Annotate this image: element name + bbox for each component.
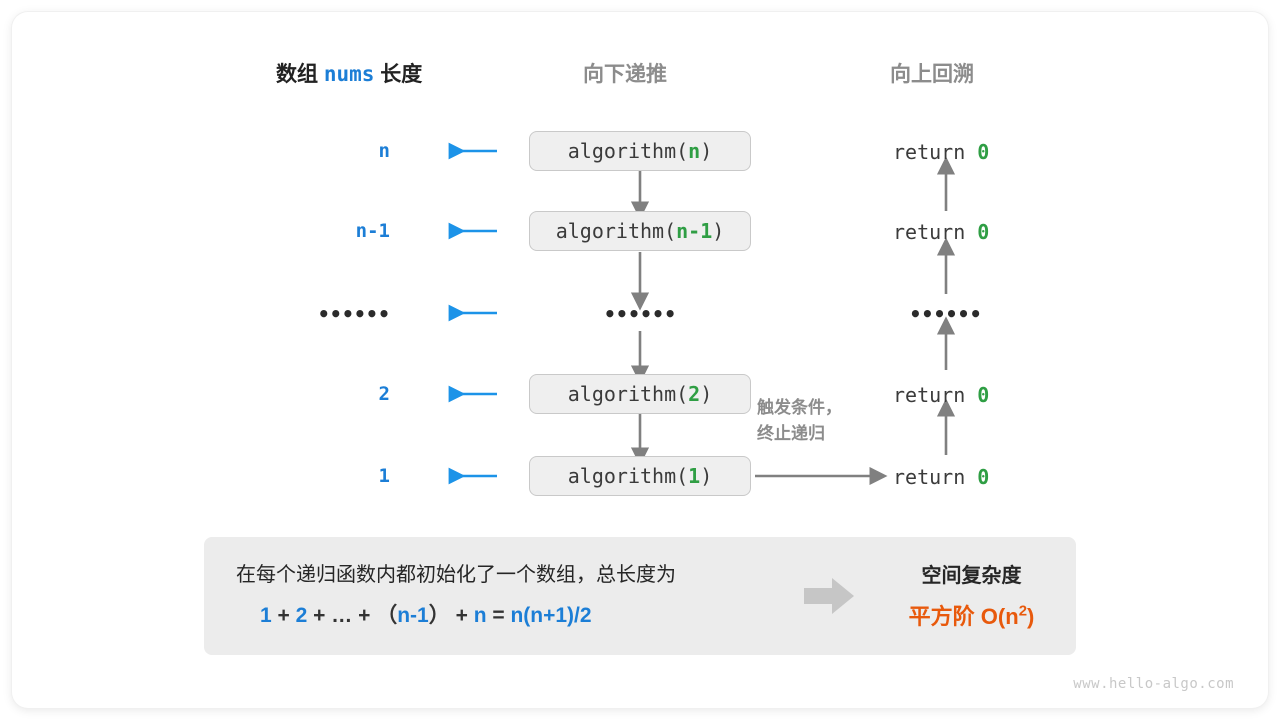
complexity-title: 空间复杂度: [921, 565, 1022, 587]
header-array-name: nums: [323, 62, 375, 86]
header-downward-recursion: 向下递推: [583, 63, 667, 86]
call-suffix-row-4: ): [700, 382, 713, 406]
base-case-note: 触发条件， 终止递归: [757, 395, 842, 448]
call-arg-row-1: n: [688, 139, 701, 163]
return-value-row-4: 0: [977, 383, 990, 407]
formula-term-1: 1: [260, 604, 272, 627]
length-value-row-4: 2: [378, 383, 390, 405]
return-value-row-5: 0: [977, 465, 990, 489]
call-ellipsis-row-3: ••••••: [603, 302, 677, 326]
formula-op-1: +: [277, 604, 290, 627]
watermark: www.hello-algo.com: [1073, 676, 1234, 692]
formula-term-5: n: [473, 604, 487, 627]
call-prefix-row-4: algorithm(: [567, 382, 689, 406]
formula-result: n(n+1)/2: [510, 604, 592, 627]
summary-panel: 在每个递归函数内都初始化了一个数组，总长度为 1 + 2 + … + （n-1）…: [204, 537, 1076, 655]
return-keyword-row-4: return: [893, 383, 966, 407]
complexity-value: 平方阶 O(n2): [874, 599, 1069, 631]
return-ellipsis-row-3: ••••••: [909, 302, 982, 326]
return-value-row-2: 0: [977, 220, 990, 244]
return-keyword-row-5: return: [893, 465, 966, 489]
call-arg-row-5: 1: [688, 464, 701, 488]
length-ellipsis-row-3: ••••••: [317, 302, 390, 326]
header-array-length: 数组 nums 长度: [276, 58, 422, 88]
base-case-note-line-1: 触发条件，: [757, 398, 842, 417]
summary-description: 在每个递归函数内都初始化了一个数组，总长度为: [236, 564, 676, 586]
call-arg-row-4: 2: [688, 382, 701, 406]
return-value-row-1: 0: [977, 140, 990, 164]
formula-op-4: +: [455, 604, 468, 627]
complexity-exponent: 2: [1018, 602, 1028, 620]
summary-formula: 1 + 2 + … + （n-1） + n = n(n+1)/2: [260, 599, 592, 629]
formula-lparen: （: [376, 604, 398, 627]
complexity-order-label: 平方阶: [908, 604, 975, 629]
call-box-row-2[interactable]: algorithm(n-1): [529, 211, 751, 251]
formula-equals: =: [492, 604, 505, 627]
call-suffix-row-2: ): [712, 219, 725, 243]
formula-rparen: ）: [428, 604, 450, 627]
base-case-note-line-2: 终止递归: [757, 424, 825, 444]
return-row-4: return 0: [893, 383, 989, 407]
return-keyword-row-1: return: [893, 140, 966, 164]
call-prefix-row-2: algorithm(: [555, 219, 677, 243]
call-prefix-row-1: algorithm(: [567, 139, 689, 163]
summary-block-arrow: [804, 578, 854, 614]
header-upward-backtrack: 向上回溯: [890, 63, 974, 86]
call-box-row-5[interactable]: algorithm(1): [529, 456, 751, 496]
call-prefix-row-5: algorithm(: [567, 464, 689, 488]
length-value-row-1: n: [378, 140, 390, 162]
return-row-5: return 0: [893, 465, 989, 489]
formula-op-3: +: [358, 604, 371, 627]
formula-ellipsis: …: [331, 604, 353, 627]
length-value-row-5: 1: [378, 465, 390, 487]
formula-term-2: 2: [295, 604, 308, 627]
length-value-row-2: n-1: [355, 220, 390, 242]
formula-op-2: +: [313, 604, 326, 627]
call-box-row-1[interactable]: algorithm(n): [529, 131, 751, 171]
return-row-1: return 0: [893, 140, 989, 164]
complexity-close-paren: ): [1027, 604, 1035, 629]
header-array-suffix: 长度: [380, 63, 423, 86]
call-suffix-row-5: ): [700, 464, 713, 488]
formula-term-4: n-1: [397, 604, 429, 627]
call-suffix-row-1: ): [700, 139, 713, 163]
return-row-2: return 0: [893, 220, 989, 244]
return-keyword-row-2: return: [893, 220, 966, 244]
call-arg-row-2: n-1: [676, 219, 713, 243]
complexity-big-o: O(n: [980, 604, 1019, 629]
call-box-row-4[interactable]: algorithm(2): [529, 374, 751, 414]
header-array-prefix: 数组: [276, 63, 318, 86]
